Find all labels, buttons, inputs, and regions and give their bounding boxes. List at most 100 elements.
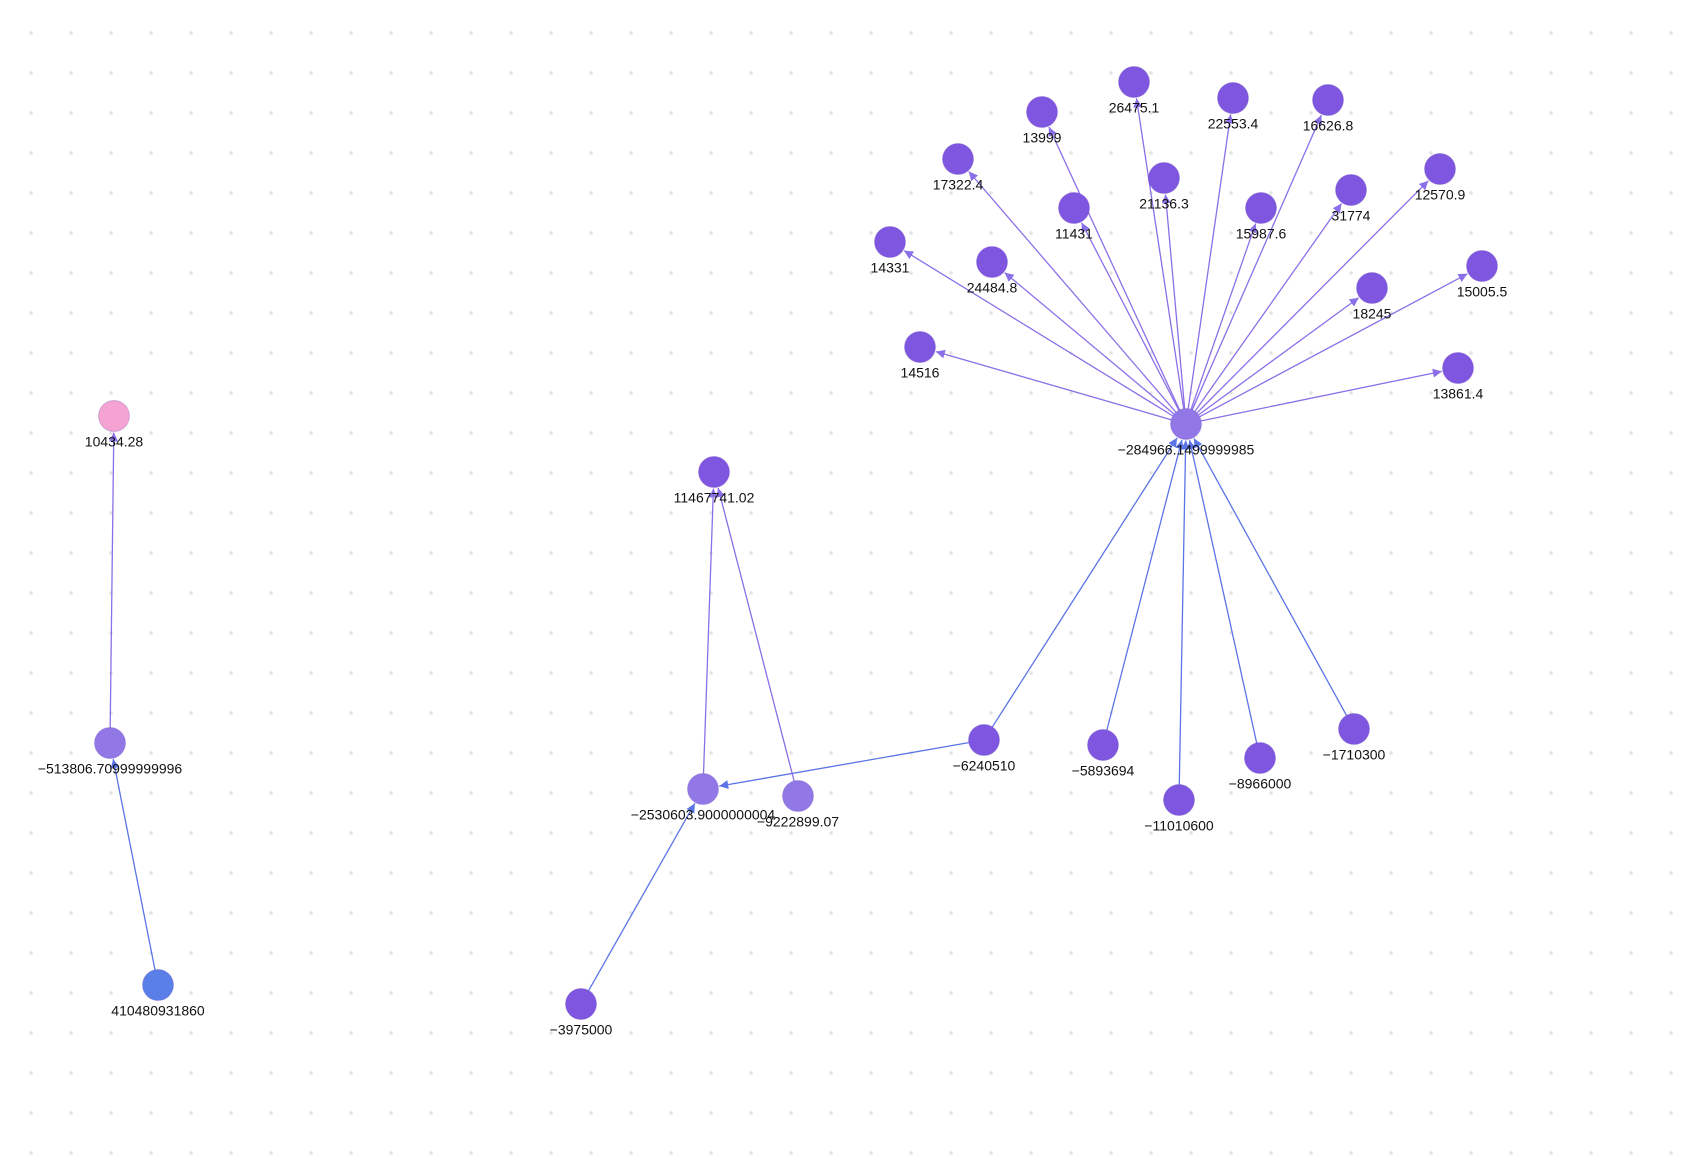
edges-layer — [109, 98, 1468, 991]
node-n410480931860[interactable]: 410480931860 — [111, 969, 205, 1019]
node-circle[interactable] — [565, 988, 597, 1020]
node-n12570[interactable]: 12570.9 — [1415, 153, 1466, 203]
edge-hub-n17322[interactable] — [968, 171, 1177, 413]
node-circle[interactable] — [1026, 96, 1058, 128]
node-label: 10434.28 — [85, 434, 144, 450]
node-circle[interactable] — [976, 246, 1008, 278]
node-n17322[interactable]: 17322.4 — [933, 143, 984, 193]
node-circle[interactable] — [942, 143, 974, 175]
node-circle[interactable] — [94, 727, 126, 759]
node-n10434[interactable]: 10434.28 — [85, 400, 144, 450]
node-circle[interactable] — [1170, 408, 1202, 440]
node-n13999[interactable]: 13999 — [1023, 96, 1062, 146]
node-circle[interactable] — [968, 724, 1000, 756]
node-circle[interactable] — [1087, 729, 1119, 761]
node-m5893694[interactable]: −5893694 — [1072, 729, 1135, 779]
nodes-layer: −284966.1499999985 26475.1 22553.4 16626.8 1… — [38, 66, 1508, 1038]
node-n24484[interactable]: 24484.8 — [967, 246, 1018, 296]
edge-hub-n22553[interactable] — [1187, 114, 1234, 409]
node-circle[interactable] — [1058, 192, 1090, 224]
node-n15987[interactable]: 15987.6 — [1236, 192, 1287, 242]
edge-n410480931860-m513806[interactable] — [110, 759, 156, 970]
edge-m8966000-hub[interactable] — [1187, 439, 1258, 744]
node-hub[interactable]: −284966.1499999985 — [1118, 408, 1255, 458]
edge-hub-n13861[interactable] — [1201, 368, 1442, 422]
node-circle[interactable] — [904, 331, 936, 363]
edge-m5893694-hub[interactable] — [1106, 439, 1184, 731]
node-m3975000[interactable]: −3975000 — [550, 988, 613, 1038]
edge-m6240510-hub[interactable] — [991, 437, 1178, 728]
edge-m11010600-hub[interactable] — [1178, 440, 1191, 785]
edge-hub-n15987[interactable] — [1190, 223, 1257, 410]
node-circle[interactable] — [142, 969, 174, 1001]
node-n31774[interactable]: 31774 — [1332, 174, 1371, 224]
node-n13861[interactable]: 13861.4 — [1433, 352, 1484, 402]
edge-m3975000-m2530603[interactable] — [588, 803, 696, 991]
edge-hub-n14516[interactable] — [935, 349, 1172, 421]
node-n18245[interactable]: 18245 — [1353, 272, 1392, 322]
node-circle[interactable] — [1338, 713, 1370, 745]
node-circle[interactable] — [874, 226, 906, 258]
edge-hub-n11431[interactable] — [1081, 222, 1180, 411]
node-n16626[interactable]: 16626.8 — [1303, 84, 1354, 134]
edge-m6240510-m2530603[interactable] — [719, 742, 969, 790]
node-circle[interactable] — [1245, 192, 1277, 224]
node-circle[interactable] — [98, 400, 130, 432]
node-circle[interactable] — [1118, 66, 1150, 98]
node-circle[interactable] — [1335, 174, 1367, 206]
node-m2530603[interactable]: −2530603.9000000004 — [631, 773, 776, 823]
edge-m9222899-n11467741[interactable] — [716, 487, 795, 782]
node-circle[interactable] — [1466, 250, 1498, 282]
node-n14516[interactable]: 14516 — [901, 331, 940, 381]
edge-m2530603-n11467741[interactable] — [702, 488, 718, 774]
node-n21136[interactable]: 21136.3 — [1139, 162, 1189, 212]
node-label: −6240510 — [953, 758, 1016, 774]
node-circle[interactable] — [1163, 784, 1195, 816]
node-circle[interactable] — [1442, 352, 1474, 384]
node-circle[interactable] — [782, 780, 814, 812]
node-label: −1710300 — [1323, 747, 1386, 763]
node-label: −3975000 — [550, 1022, 613, 1038]
node-circle[interactable] — [698, 456, 730, 488]
node-m8966000[interactable]: −8966000 — [1229, 742, 1292, 792]
node-circle[interactable] — [687, 773, 719, 805]
edge-hub-n21136[interactable] — [1161, 194, 1186, 409]
node-m1710300[interactable]: −1710300 — [1323, 713, 1386, 763]
edge-m1710300-hub[interactable] — [1193, 438, 1348, 716]
edge-hub-n13999[interactable] — [1048, 126, 1181, 411]
node-circle[interactable] — [1148, 162, 1180, 194]
edge-hub-n18245[interactable] — [1198, 297, 1360, 416]
node-label: −2530603.9000000004 — [631, 807, 776, 823]
edge-hub-n14331[interactable] — [903, 250, 1174, 417]
node-m11010600[interactable]: −11010600 — [1144, 784, 1214, 834]
node-label: −5893694 — [1072, 763, 1135, 779]
node-label: 16626.8 — [1303, 118, 1354, 134]
edge-hub-n31774[interactable] — [1194, 203, 1343, 412]
node-n15005[interactable]: 15005.5 — [1457, 250, 1508, 300]
edge-hub-n15005[interactable] — [1199, 273, 1468, 418]
node-circle[interactable] — [1217, 82, 1249, 114]
node-n26475[interactable]: 26475.1 — [1109, 66, 1160, 116]
edge-hub-n16626[interactable] — [1191, 114, 1322, 411]
node-circle[interactable] — [1244, 742, 1276, 774]
edge-hub-n12570[interactable] — [1196, 180, 1429, 414]
node-n11431[interactable]: 11431 — [1055, 192, 1093, 242]
node-label: 31774 — [1332, 208, 1371, 224]
edge-m513806-n10434[interactable] — [109, 432, 119, 728]
node-n14331[interactable]: 14331 — [871, 226, 910, 276]
node-n22553[interactable]: 22553.4 — [1208, 82, 1259, 132]
edge-hub-n26475[interactable] — [1133, 98, 1185, 409]
node-m6240510[interactable]: −6240510 — [953, 724, 1016, 774]
edge-hub-n24484[interactable] — [1004, 272, 1175, 415]
node-label: 11467741.02 — [674, 490, 755, 506]
node-m513806[interactable]: −513806.70999999996 — [38, 727, 183, 777]
node-circle[interactable] — [1424, 153, 1456, 185]
node-label: 11431 — [1055, 226, 1093, 242]
node-circle[interactable] — [1356, 272, 1388, 304]
node-label: 14516 — [901, 365, 940, 381]
node-circle[interactable] — [1312, 84, 1344, 116]
node-n11467741[interactable]: 11467741.02 — [674, 456, 755, 506]
node-m9222899[interactable]: −9222899.07 — [757, 780, 839, 830]
